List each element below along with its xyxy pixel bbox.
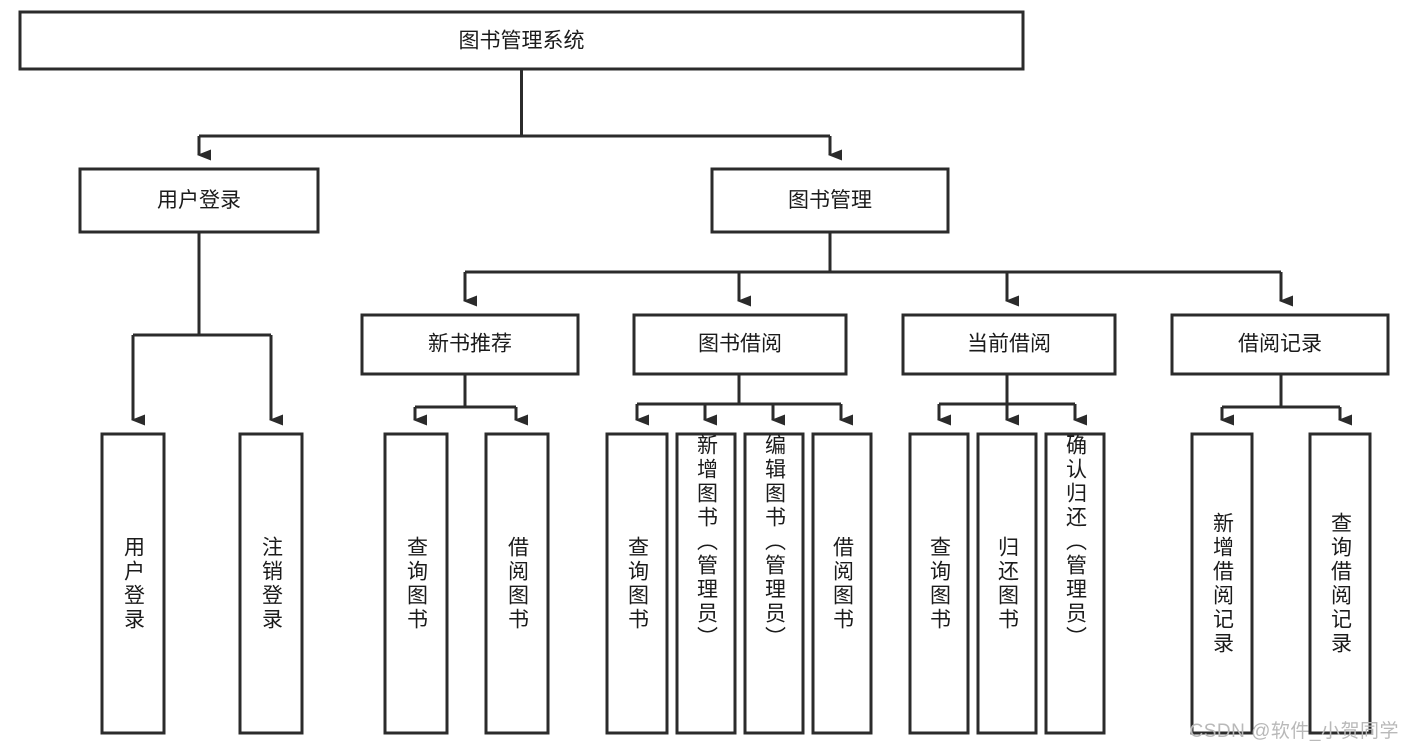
node-new-book-recommend[interactable]: 新书推荐: [360, 313, 580, 376]
leaf-box-return-book[interactable]: [976, 432, 1038, 735]
leaf-box-confirm-return[interactable]: [1044, 432, 1106, 735]
node-book-borrow[interactable]: 图书借阅: [632, 313, 848, 376]
leaf-box-borrow-book-2[interactable]: [811, 432, 873, 735]
leaf-box-borrow-book-1[interactable]: [484, 432, 550, 735]
csdn-watermark: CSDN @软件_小贺同学: [1189, 721, 1399, 742]
leaf-box-add-book[interactable]: [675, 432, 737, 735]
node-user-login[interactable]: 用户登录: [78, 167, 320, 234]
node-borrow-record-box[interactable]: [1170, 313, 1390, 376]
node-current-borrow-box[interactable]: [901, 313, 1117, 376]
node-root-label: 图书管理系统: [459, 30, 585, 53]
node-borrow-record-label: 借阅记录: [1238, 333, 1322, 356]
node-root[interactable]: 图书管理系统: [18, 10, 1025, 71]
leaf-box-query-book-1[interactable]: [383, 432, 449, 735]
node-book-borrow-box[interactable]: [632, 313, 848, 376]
node-book-manage[interactable]: 图书管理: [710, 167, 950, 234]
node-borrow-record[interactable]: 借阅记录: [1170, 313, 1390, 376]
leaf-box-query-book-2[interactable]: [605, 432, 669, 735]
node-root-box[interactable]: [18, 10, 1025, 71]
node-book-manage-box[interactable]: [710, 167, 950, 234]
leaf-boxes-layer: [100, 432, 1372, 735]
leaf-box-query-book-3[interactable]: [908, 432, 970, 735]
node-new-book-recommend-label: 新书推荐: [428, 333, 512, 356]
node-user-login-label: 用户登录: [157, 189, 241, 212]
node-current-borrow-label: 当前借阅: [967, 333, 1051, 356]
leaf-box-edit-book[interactable]: [743, 432, 805, 735]
node-book-manage-label: 图书管理: [788, 189, 872, 212]
node-current-borrow[interactable]: 当前借阅: [901, 313, 1117, 376]
node-new-book-recommend-box[interactable]: [360, 313, 580, 376]
leaf-box-add-record[interactable]: [1190, 432, 1254, 735]
leaf-box-query-record[interactable]: [1308, 432, 1372, 735]
node-book-borrow-label: 图书借阅: [698, 333, 782, 356]
connectors-layer: [131, 69, 1352, 426]
node-user-login-box[interactable]: [78, 167, 320, 234]
leaf-box-logout-login[interactable]: [238, 432, 304, 735]
leaf-box-user-login[interactable]: [100, 432, 166, 735]
